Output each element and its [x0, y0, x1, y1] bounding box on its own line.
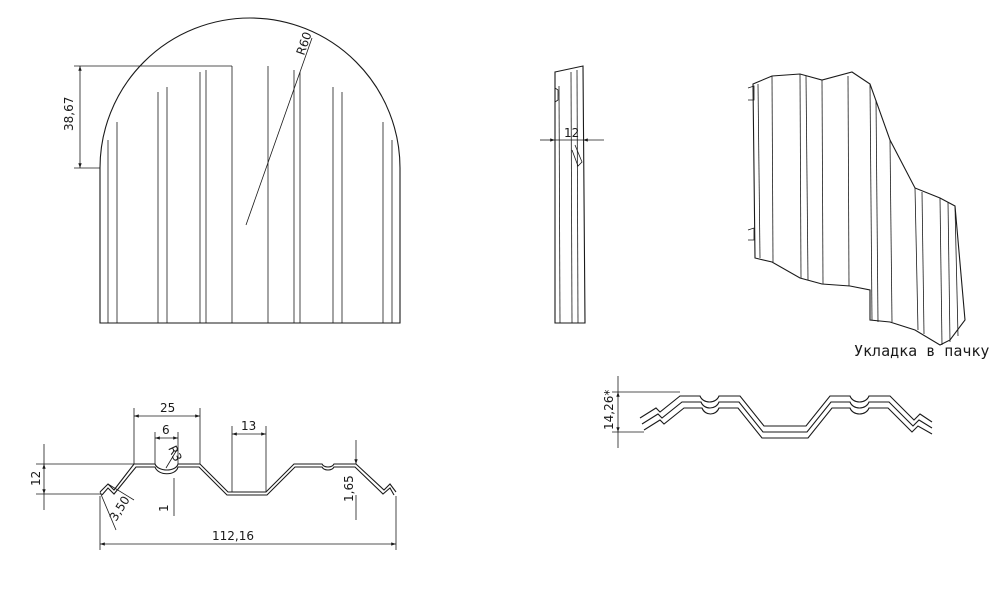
radius-label: R60	[294, 30, 315, 57]
side-view: 12	[540, 65, 604, 324]
profile-section: 25 6 R3 13 12 3,50 1 1,65 11	[29, 401, 397, 550]
stack-note: Укладка в пачку	[854, 342, 989, 360]
stack-section: 14,26*	[602, 376, 933, 448]
front-outline	[99, 17, 401, 324]
front-ribs	[107, 66, 393, 323]
dim-165: 1,65	[342, 475, 356, 502]
side-width-label: 12	[564, 126, 579, 140]
iso-view	[747, 71, 966, 346]
dim-total: 112,16	[212, 529, 254, 543]
front-view: R60 38,67	[62, 17, 401, 324]
dim-r3: R3	[165, 443, 184, 463]
dim-6: 6	[162, 423, 170, 437]
dim-1: 1	[157, 504, 171, 512]
dim-12: 12	[29, 471, 43, 486]
dim-350: 3,50	[107, 494, 133, 524]
height-label: 38,67	[62, 97, 76, 131]
stack-height-label: 14,26*	[602, 390, 616, 430]
dim-25: 25	[160, 401, 175, 415]
dim-13: 13	[241, 419, 256, 433]
